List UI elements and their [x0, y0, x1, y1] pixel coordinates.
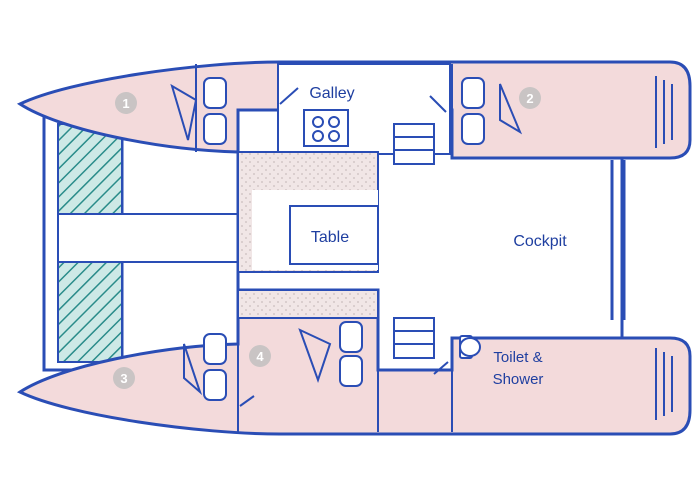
transom-steps-bottom [655, 348, 673, 420]
stairs-top [393, 123, 435, 165]
stove [303, 109, 349, 147]
toilet-label-line2: Shower [493, 371, 544, 388]
svg-text:4: 4 [256, 349, 264, 364]
stairs-bottom [393, 317, 435, 359]
saloon-seating: Table [237, 151, 379, 273]
pillows-top [203, 77, 485, 145]
svg-text:2: 2 [526, 91, 533, 106]
toilet-label-line1: Toilet & [493, 349, 542, 366]
svg-text:1: 1 [122, 96, 129, 111]
cabin-badge-2: 2 [519, 87, 541, 109]
pillows-bottom [203, 321, 363, 401]
stove-burners-icon [312, 116, 340, 142]
cockpit-label: Cockpit [513, 233, 567, 250]
trampoline-nets [42, 110, 239, 372]
svg-text:3: 3 [120, 371, 127, 386]
table [289, 205, 379, 265]
cabin-badge-3: 3 [113, 367, 135, 389]
transom-steps-top [655, 76, 673, 148]
cross-beam [57, 213, 239, 263]
cabin-badge-1: 1 [115, 92, 137, 114]
table-label: Table [311, 229, 349, 246]
net-lower [57, 261, 123, 363]
cabin-badge-4: 4 [249, 345, 271, 367]
toilet-icon [459, 335, 481, 359]
galley-label: Galley [309, 85, 354, 102]
net-upper [57, 123, 123, 215]
